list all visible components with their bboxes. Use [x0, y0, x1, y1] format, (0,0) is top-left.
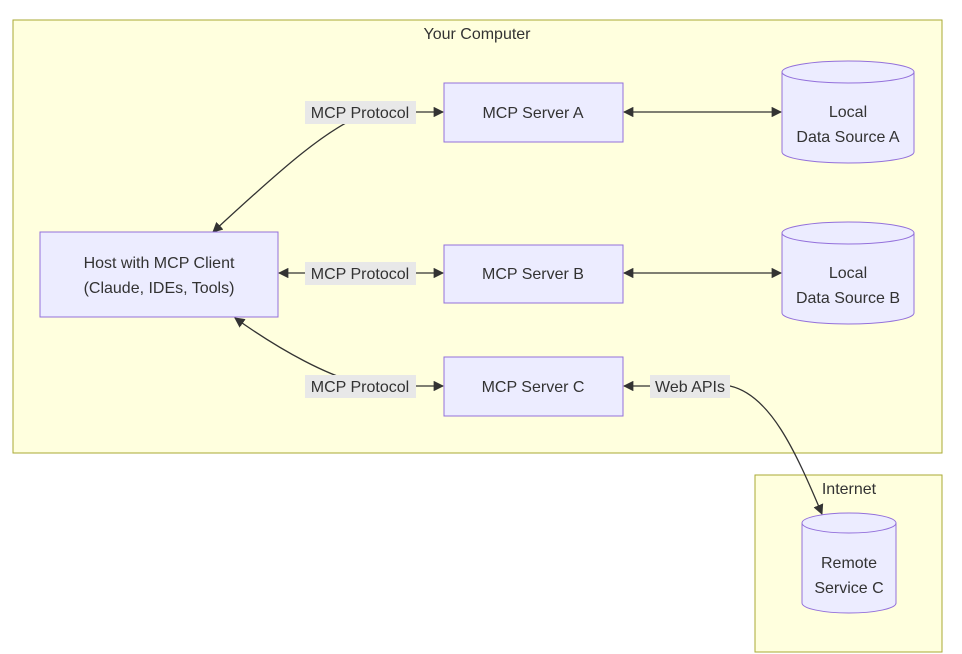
cluster-your-computer-title: Your Computer [423, 26, 531, 43]
node-data-source-b-line1: Local [829, 265, 867, 282]
cluster-internet-title: Internet [822, 481, 877, 498]
node-server-c: MCP Server C [443, 356, 624, 417]
node-remote-service-c: Remote Service C [801, 512, 897, 614]
node-server-b: MCP Server B [443, 244, 624, 304]
node-server-a: MCP Server A [443, 82, 624, 143]
edge-label-host-c: MCP Protocol [305, 375, 416, 398]
node-data-source-a: Local Data Source A [781, 60, 915, 164]
edge-label-host-b-text: MCP Protocol [311, 266, 409, 283]
node-data-source-b: Local Data Source B [781, 221, 915, 325]
node-server-c-label: MCP Server C [482, 379, 585, 396]
edge-label-web-apis: Web APIs [650, 375, 730, 398]
node-data-source-a-line1: Local [829, 104, 867, 121]
edge-label-host-b: MCP Protocol [305, 262, 416, 285]
node-host-line1: Host with MCP Client [84, 255, 235, 272]
node-remote-service-c-line2: Service C [814, 580, 883, 597]
node-remote-service-c-line1: Remote [821, 555, 877, 572]
node-server-a-label: MCP Server A [482, 105, 583, 122]
node-host: Host with MCP Client (Claude, IDEs, Tool… [39, 231, 279, 318]
node-data-source-b-line2: Data Source B [796, 290, 900, 307]
edge-label-host-a-text: MCP Protocol [311, 105, 409, 122]
edge-label-host-a: MCP Protocol [305, 101, 416, 124]
edge-server-c-remote [622, 380, 824, 515]
node-server-b-label: MCP Server B [482, 266, 584, 283]
edge-label-web-apis-text: Web APIs [655, 379, 725, 396]
node-data-source-a-line2: Data Source A [796, 129, 900, 146]
node-host-line2: (Claude, IDEs, Tools) [84, 280, 235, 297]
edge-label-host-c-text: MCP Protocol [311, 379, 409, 396]
